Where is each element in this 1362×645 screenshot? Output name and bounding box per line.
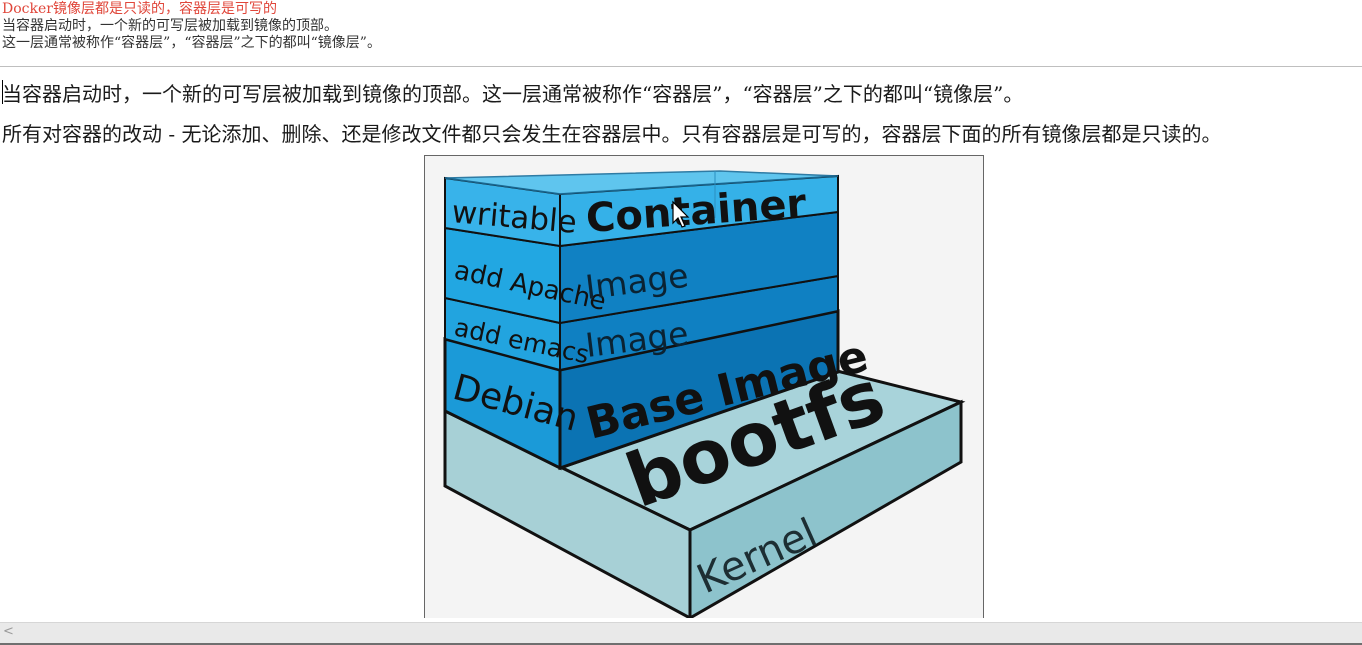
docker-layers-diagram: writable Container add Apache Image add … — [443, 170, 966, 618]
header-divider — [0, 66, 1362, 67]
scroll-left-arrow-icon[interactable]: < — [3, 624, 14, 639]
paragraph-2[interactable]: 所有对容器的改动 - 无论添加、删除、还是修改文件都只会发生在容器层中。只有容器… — [2, 122, 1222, 146]
window-bottom-edge — [0, 643, 1362, 645]
note-title: Docker镜像层都是只读的，容器层是可写的 — [2, 1, 277, 17]
mouse-cursor-icon — [672, 200, 690, 228]
text-cursor — [2, 80, 3, 104]
container-top-face — [444, 170, 839, 195]
paragraph-1[interactable]: 当容器启动时，一个新的可写层被加载到镜像的顶部。这一层通常被称作“容器层”，“容… — [2, 82, 1024, 106]
bootfs-left-face — [443, 408, 692, 618]
kernel-front-face — [688, 399, 963, 618]
horizontal-scrollbar[interactable]: < — [0, 622, 1362, 643]
note-line-2: 这一层通常被称作“容器层”，“容器层”之下的都叫“镜像层”。 — [2, 35, 381, 51]
header-note: Docker镜像层都是只读的，容器层是可写的 当容器启动时，一个新的可写层被加载… — [2, 1, 381, 52]
docker-layers-figure: writable Container add Apache Image add … — [424, 155, 984, 618]
note-line-1: 当容器启动时，一个新的可写层被加载到镜像的顶部。 — [2, 18, 338, 34]
